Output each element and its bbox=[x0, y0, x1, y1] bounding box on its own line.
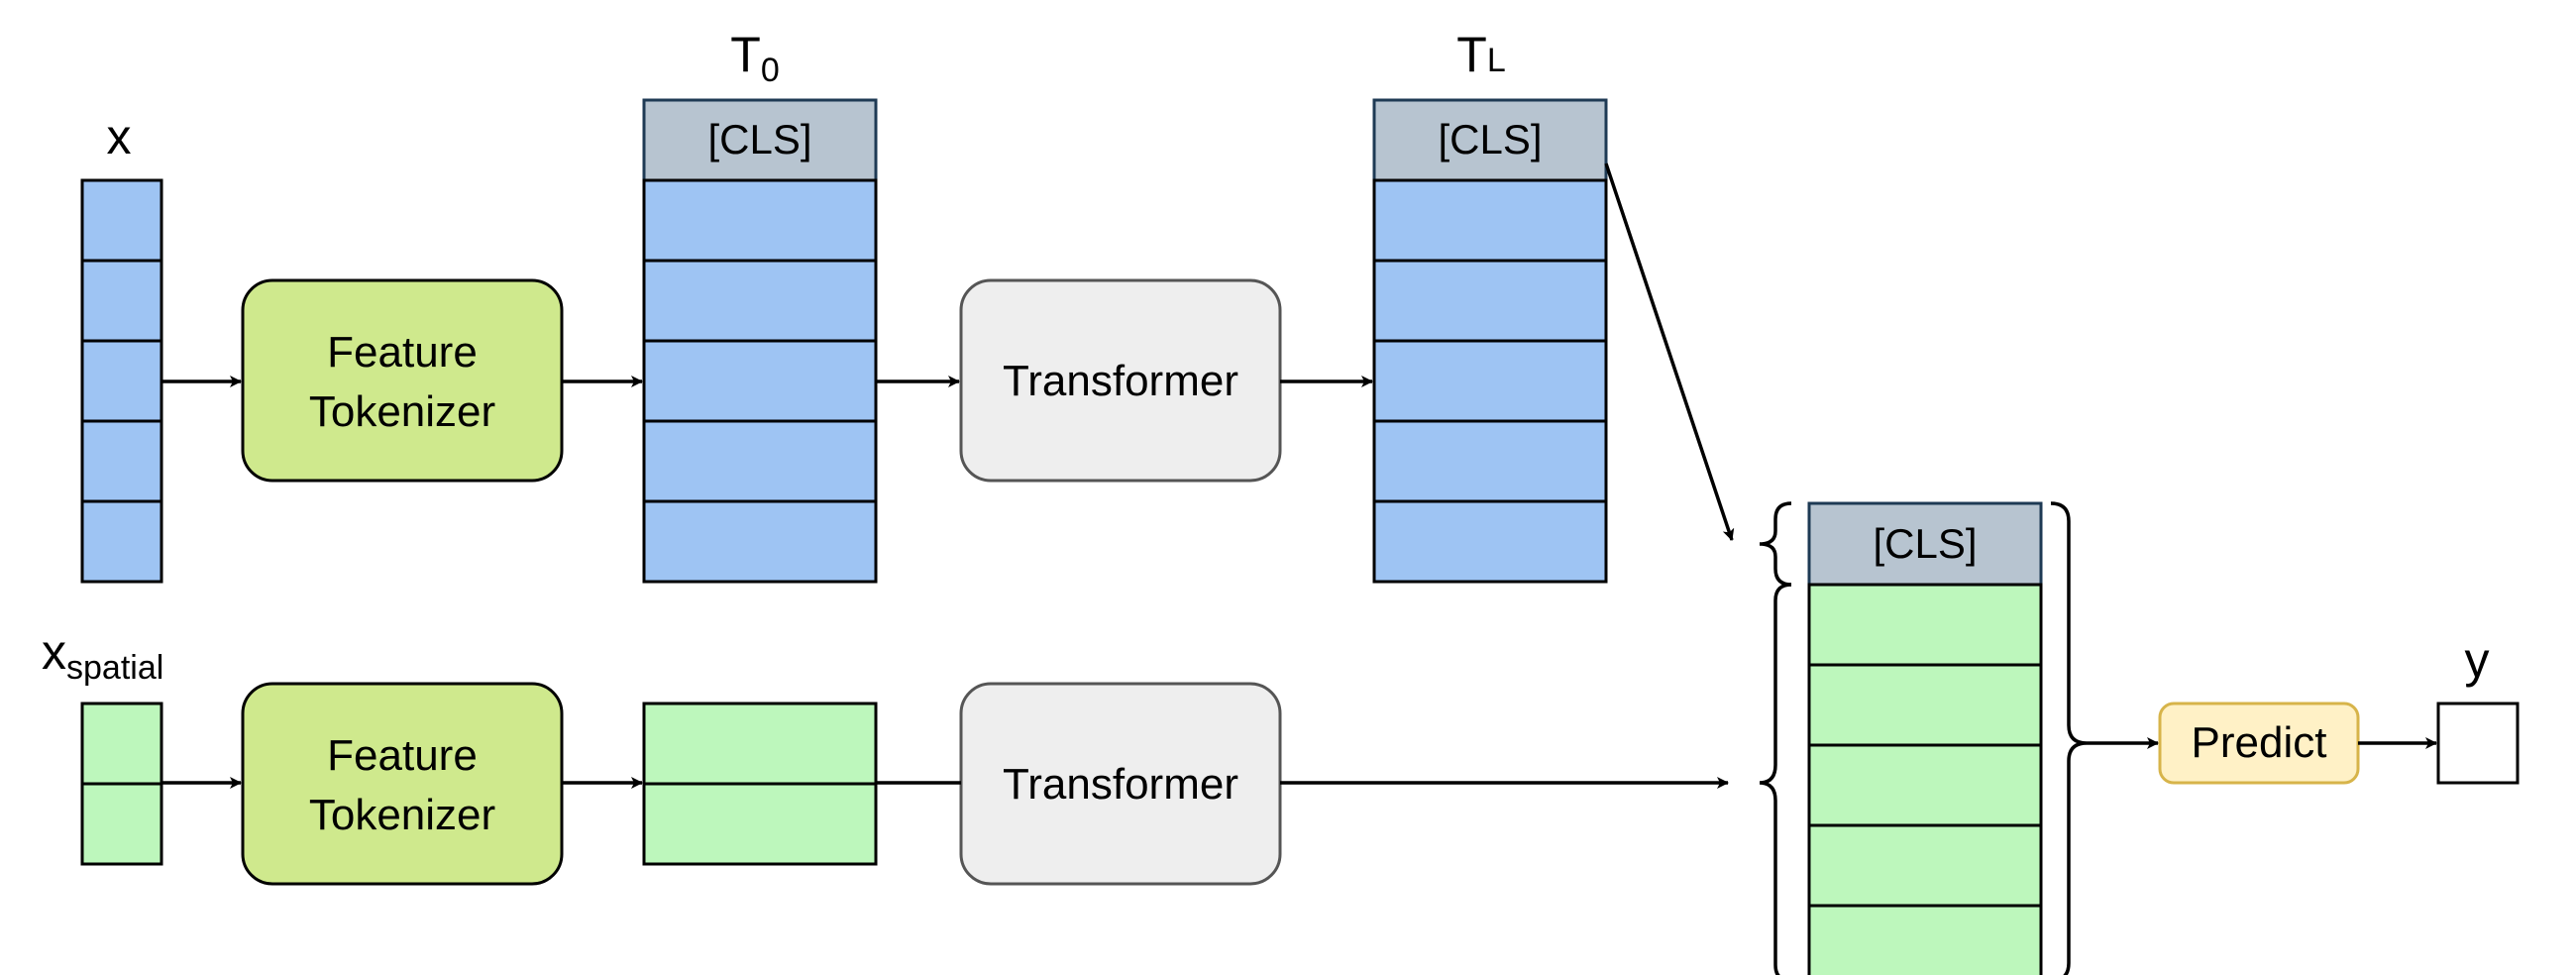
spatial-left-brace bbox=[1759, 583, 1792, 975]
t0-token-cell bbox=[642, 499, 878, 584]
tl-cls-cell bbox=[1372, 98, 1608, 182]
spatial-token-cell bbox=[642, 702, 878, 786]
spatial-token-cell bbox=[642, 782, 878, 866]
tl-token-cell bbox=[1372, 178, 1608, 263]
x-cell bbox=[80, 178, 163, 263]
feature-tokenizer-top-node: Feature Tokenizer bbox=[241, 278, 564, 483]
x-cell bbox=[80, 259, 163, 343]
tl-token-cell bbox=[1372, 259, 1608, 343]
t0-label: T0 bbox=[730, 27, 779, 89]
y-label: y bbox=[2465, 632, 2490, 688]
x-cell bbox=[80, 499, 163, 584]
t0-token-cell bbox=[642, 178, 878, 263]
y-output-box bbox=[2436, 702, 2520, 785]
transformer-top-node: Transformer bbox=[959, 278, 1282, 483]
tl-token-cell bbox=[1372, 499, 1608, 584]
transformer-bottom-label: Transformer bbox=[1003, 760, 1238, 809]
x-input-vector bbox=[80, 178, 163, 584]
tl-token-cell bbox=[1372, 419, 1608, 503]
tl-cls-label: [CLS] bbox=[1438, 116, 1542, 162]
concat-token-cell bbox=[1807, 904, 2043, 975]
x-label: x bbox=[107, 109, 132, 164]
cls-left-brace bbox=[1759, 501, 1792, 587]
t0-token-cell bbox=[642, 419, 878, 503]
t0-token-cell bbox=[642, 339, 878, 423]
spatial-token-table bbox=[642, 702, 878, 866]
concat-token-cell bbox=[1807, 743, 2043, 827]
feature-tokenizer-top-line2: Tokenizer bbox=[309, 387, 495, 436]
x-spatial-cell bbox=[80, 782, 163, 866]
feature-tokenizer-bottom-node: Feature Tokenizer bbox=[241, 682, 564, 886]
feature-tokenizer-top-line1: Feature bbox=[327, 328, 478, 377]
x-cell bbox=[80, 419, 163, 503]
concat-token-cell bbox=[1807, 823, 2043, 908]
edge-tl-cls-to-concat bbox=[1604, 162, 1735, 541]
transformer-top-label: Transformer bbox=[1003, 357, 1238, 405]
concat-cls-cell bbox=[1807, 501, 2043, 587]
tl-token-cell bbox=[1372, 339, 1608, 423]
feature-tokenizer-bottom-line2: Tokenizer bbox=[309, 791, 495, 839]
transformer-bottom-node: Transformer bbox=[959, 682, 1282, 886]
t0-token-cell bbox=[642, 259, 878, 343]
t0-cls-label: [CLS] bbox=[707, 116, 811, 162]
tl-label: TL bbox=[1456, 27, 1505, 82]
x-spatial-label: xspatial bbox=[42, 624, 163, 687]
feature-tokenizer-bottom-line1: Feature bbox=[327, 731, 478, 780]
concat-right-brace bbox=[2050, 501, 2088, 975]
tl-token-table: [CLS] bbox=[1372, 98, 1608, 584]
predict-node: Predict bbox=[2158, 702, 2360, 785]
x-spatial-cell bbox=[80, 702, 163, 786]
concat-token-table: [CLS] bbox=[1807, 501, 2043, 975]
t0-token-table: [CLS] bbox=[642, 98, 878, 584]
concat-token-cell bbox=[1807, 583, 2043, 667]
t0-cls-cell bbox=[642, 98, 878, 182]
predict-label: Predict bbox=[2192, 718, 2327, 767]
x-spatial-input-vector bbox=[80, 702, 163, 866]
x-cell bbox=[80, 339, 163, 423]
concat-cls-label: [CLS] bbox=[1873, 520, 1977, 567]
concat-token-cell bbox=[1807, 663, 2043, 747]
